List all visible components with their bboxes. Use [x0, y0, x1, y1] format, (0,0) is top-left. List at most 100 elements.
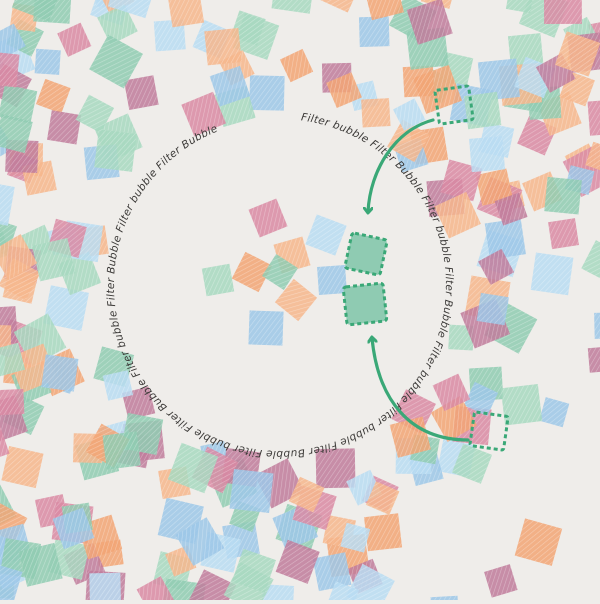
inner-paper-square — [248, 198, 288, 238]
paper-square — [230, 10, 266, 46]
paper-square — [271, 0, 316, 14]
paper-square — [543, 0, 582, 25]
paper-square — [430, 395, 477, 443]
paper-square — [175, 517, 225, 566]
paper-square — [406, 0, 453, 45]
paper-square — [0, 234, 38, 280]
paper-square — [319, 0, 361, 13]
paper-square — [451, 443, 493, 484]
paper-square — [0, 84, 38, 124]
paper-square — [514, 518, 563, 566]
paper-square — [326, 581, 360, 604]
paper-square — [43, 285, 89, 331]
paper-square — [0, 23, 26, 59]
paper-square — [0, 324, 12, 350]
paper-square — [448, 324, 475, 351]
inner-paper-square — [274, 278, 318, 322]
paper-square — [507, 33, 544, 69]
paper-square — [432, 373, 471, 412]
dashed-square-icon — [433, 84, 475, 126]
paper-square — [0, 113, 33, 154]
paper-square — [594, 312, 600, 339]
paper-square — [587, 346, 600, 373]
paper-square — [18, 542, 63, 587]
paper-square — [387, 119, 430, 163]
incoming-top-group — [343, 84, 475, 277]
dashed-square-icon — [343, 231, 389, 277]
paper-square — [107, 0, 158, 19]
paper-square — [0, 388, 25, 416]
paper-square — [469, 136, 506, 173]
paper-square — [555, 31, 600, 77]
paper-square — [358, 16, 390, 47]
paper-square — [476, 292, 509, 326]
paper-square — [102, 370, 134, 401]
paper-square — [0, 180, 15, 226]
paper-square — [57, 22, 92, 57]
paper-square — [275, 539, 320, 584]
paper-square — [587, 99, 600, 136]
paper-square — [477, 58, 521, 101]
paper-square — [0, 342, 26, 377]
paper-square — [136, 576, 175, 604]
paper-square — [75, 94, 115, 134]
paper-square — [52, 507, 95, 550]
paper-square — [430, 595, 459, 604]
paper-square — [402, 65, 435, 98]
paper-square — [530, 252, 574, 296]
inner-paper-square — [262, 254, 298, 290]
paper-square — [475, 168, 513, 206]
paper-square — [548, 218, 579, 250]
incoming-bottom-group — [341, 281, 510, 452]
paper-square — [47, 110, 82, 145]
paper-square — [365, 481, 400, 515]
paper-square — [204, 27, 242, 66]
paper-square — [231, 548, 277, 593]
paper-square — [364, 513, 403, 552]
paper-square — [463, 381, 499, 417]
dashed-square-icon — [341, 281, 389, 327]
paper-square — [312, 552, 352, 592]
paper-square — [326, 72, 362, 109]
dashed-square-icon — [468, 410, 510, 452]
paper-square — [32, 237, 76, 282]
paper-square — [94, 129, 137, 172]
inner-paper-square — [305, 214, 347, 256]
inner-paper-square — [201, 263, 235, 297]
paper-square — [229, 468, 274, 514]
paper-square — [89, 34, 143, 89]
paper-square — [494, 192, 528, 226]
paper-square — [505, 0, 535, 14]
paper-square — [41, 354, 79, 392]
paper-square — [11, 0, 64, 22]
paper-square — [181, 91, 227, 137]
paper-square — [97, 4, 138, 45]
paper-square — [500, 383, 543, 426]
paper-square — [478, 248, 515, 285]
paper-square — [249, 75, 285, 111]
paper-square — [35, 78, 71, 114]
inner-paper-square — [317, 265, 347, 295]
paper-square — [544, 176, 582, 215]
paper-square — [167, 442, 219, 494]
inner-squares — [201, 198, 347, 346]
inner-paper-square — [248, 310, 284, 346]
paper-square — [153, 19, 186, 52]
paper-square — [484, 564, 518, 598]
paper-square — [209, 65, 251, 107]
paper-square — [315, 448, 356, 489]
paper-square — [434, 191, 481, 239]
paper-square — [279, 48, 314, 83]
paper-square — [539, 397, 570, 428]
paper-square — [0, 51, 20, 88]
inner-paper-square — [231, 251, 273, 293]
arrow-top — [368, 118, 435, 212]
arrow-bottom — [372, 338, 470, 442]
paper-square — [340, 522, 371, 553]
paper-square — [89, 572, 121, 604]
paper-square — [585, 141, 600, 174]
paper-square — [393, 98, 426, 131]
paper-square — [123, 75, 159, 110]
